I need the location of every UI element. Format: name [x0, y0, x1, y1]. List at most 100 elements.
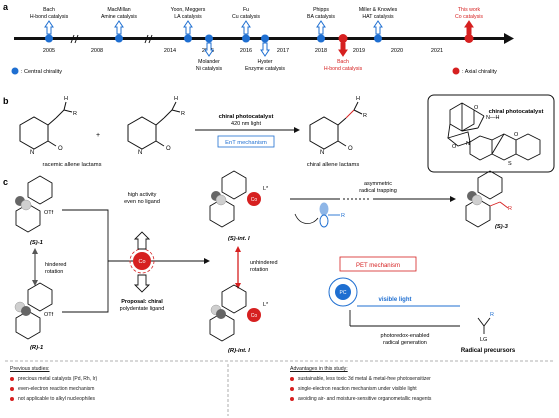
central-chirality-dot — [374, 34, 382, 43]
s1-biaryl-structure — [15, 175, 53, 233]
o-label: O — [474, 105, 479, 111]
lstar-label: L* — [263, 302, 269, 308]
previous-item: even-electron reaction mechanism — [18, 386, 95, 392]
nh-label: N — [138, 150, 142, 156]
s3-label: (S)-3 — [495, 224, 509, 230]
panel-b-label: b — [3, 96, 9, 106]
list-item: not applicable to alkyl nucleophiles — [10, 394, 225, 404]
nh-label: N — [30, 150, 34, 156]
timeline-bar — [14, 37, 504, 40]
panel-c-label: c — [3, 177, 8, 187]
up-arrow-icon — [373, 20, 383, 35]
r-int-label: (R)-int. I — [228, 348, 250, 354]
high-activity-label: high activity — [128, 192, 157, 198]
hollow-up-arrow-icon — [133, 231, 151, 250]
arrowhead-icon — [32, 248, 38, 254]
previous-studies-title: Previous studies: — [10, 366, 50, 372]
o-label: O — [514, 132, 519, 138]
previous-item: not applicable to alkyl nucleophiles — [18, 396, 95, 402]
radical-precursors-label: Radical precursors — [461, 348, 516, 354]
co-center-icon — [247, 192, 261, 206]
o-label: O — [166, 146, 171, 152]
below-event-top: Bach — [337, 59, 349, 65]
advantage-item: single-electron reaction mechanism under… — [298, 386, 417, 392]
arrowhead-icon — [235, 283, 241, 289]
o-label: O — [452, 144, 457, 150]
event-bottom: Co catalysis — [455, 14, 483, 20]
list-item: even-electron reaction mechanism — [10, 384, 225, 394]
legend-central-swatch — [11, 67, 19, 75]
pet-mechanism-label: PET mechanism — [356, 263, 400, 269]
steric-ball-icon — [471, 194, 483, 206]
h-label: H — [174, 96, 178, 102]
r1-biaryl-structure — [15, 282, 53, 340]
list-item: precious metal catalysts (Pd, Rh, Ir) — [10, 374, 225, 384]
proposal-label: polydentate ligand — [120, 306, 165, 312]
down-arrow-red-icon — [338, 42, 348, 57]
event-bottom: HAT catalysis — [362, 14, 394, 20]
asym-label: radical trapping — [359, 188, 397, 194]
proposal-label: Proposal: chiral — [121, 299, 163, 305]
year-label: 2017 — [277, 48, 289, 54]
bullet-icon — [290, 397, 294, 401]
axial-chirality-dot — [338, 34, 348, 43]
ent-mechanism-box — [217, 135, 275, 148]
central-chirality-dot — [242, 34, 250, 43]
otf-label: OTf — [44, 312, 54, 318]
r-label: R — [363, 113, 367, 119]
bullet-icon — [10, 387, 14, 391]
legend-axial-label: : Axial chirality — [462, 69, 497, 75]
steric-ball-icon — [216, 309, 226, 319]
pet-mechanism-box — [339, 256, 417, 272]
panel-a-label: a — [3, 2, 9, 12]
below-event-bottom: Enzyme catalysis — [245, 66, 285, 72]
timeline-break-2 — [144, 34, 153, 44]
chiral-caption: chiral allene lactams — [307, 162, 360, 168]
event-bottom: Cu catalysis — [232, 14, 260, 20]
unhindered-label: rotation — [250, 267, 268, 273]
event-top: Yoon, Meggers — [171, 7, 206, 13]
nh-group-label: N—H — [486, 115, 499, 121]
hindered-label: hindered — [45, 262, 66, 268]
year-labels: 2005 2008 2014 2015 2016 2017 2018 2019 … — [43, 48, 443, 54]
otf-label: OTf — [44, 210, 54, 216]
r-label: R — [181, 111, 185, 117]
photoredox-label: radical generation — [383, 340, 427, 346]
list-item: sustainable, less toxic 3d metal & metal… — [290, 374, 555, 384]
s-int-label: (S)-int. I — [228, 236, 250, 242]
visible-light-label: visible light — [378, 297, 411, 303]
curved-arrow — [294, 213, 319, 224]
arrowhead-icon — [450, 196, 456, 202]
radical-precursor-structure — [477, 317, 491, 334]
n-label: N — [466, 141, 470, 147]
timeline-break-1 — [70, 34, 79, 44]
event-bottom: Amine catalysis — [101, 14, 137, 20]
year-label: 2018 — [315, 48, 327, 54]
pc-icon — [335, 284, 351, 300]
asym-label: asymmetric — [364, 181, 392, 187]
racemic-allene-lactam-structure-2 — [127, 101, 181, 150]
co-catalyst-icon — [133, 252, 151, 270]
pc-label: PC — [340, 290, 347, 296]
bullet-icon — [290, 377, 294, 381]
high-activity-label: even no ligand — [124, 199, 160, 205]
s-label: S — [508, 161, 512, 167]
reaction-arrowhead — [294, 127, 300, 133]
bullet-icon — [290, 387, 294, 391]
nh-label: N — [320, 150, 324, 156]
year-label: 2014 — [164, 48, 176, 54]
plus-sign: + — [96, 132, 100, 139]
central-chirality-dot — [317, 34, 325, 43]
co-label: Co — [251, 313, 258, 319]
co-center-icon — [247, 308, 261, 322]
hollow-down-arrow-icon — [133, 274, 151, 293]
event-top: Bach — [43, 7, 55, 13]
below-event-top: Hyster — [258, 59, 273, 65]
photocatalyst-label: chiral photocatalyst — [219, 114, 274, 120]
event-bottom: H-bond catalysis — [30, 14, 69, 20]
up-arrow-red-icon — [464, 20, 474, 35]
co-label: Co — [138, 259, 145, 265]
year-label: 2016 — [240, 48, 252, 54]
lstar-label: L* — [263, 186, 269, 192]
event-top: Miller & Knowles — [359, 7, 398, 13]
